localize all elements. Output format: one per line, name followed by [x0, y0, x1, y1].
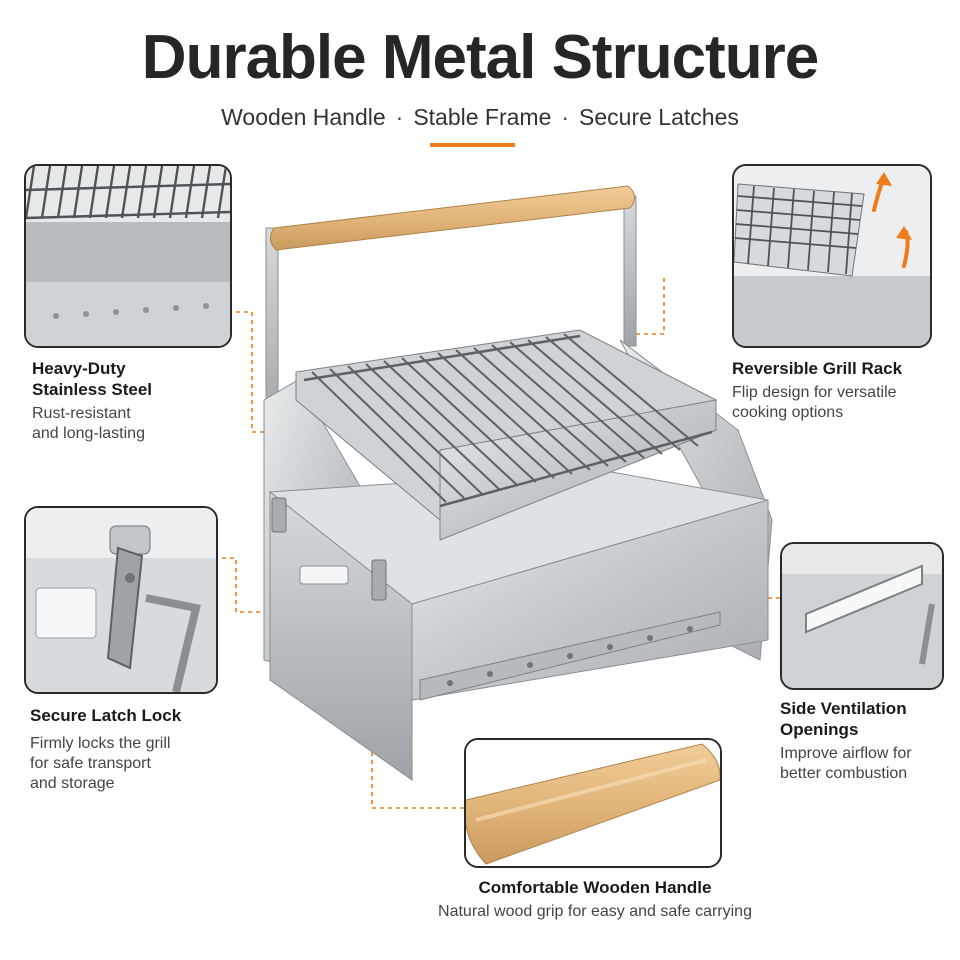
accent-underline: [430, 143, 515, 147]
feature-description: Firmly locks the grill: [30, 735, 171, 752]
feature-side-ventilation: Side Ventilation Openings Improve airflo…: [780, 698, 912, 784]
inset-reversible-rack: [732, 164, 932, 348]
subtitle-stable-frame: Stable Frame: [413, 104, 552, 130]
feature-title: Stainless Steel: [32, 380, 153, 399]
feature-wooden-handle: Comfortable Wooden Handle Natural wood g…: [330, 877, 860, 922]
inset-stainless-steel: [24, 164, 232, 348]
feature-description: Improve airflow for: [780, 745, 912, 762]
feature-title: Secure Latch Lock: [30, 706, 182, 725]
latch-closeup-image: [26, 508, 216, 692]
rack-closeup-image: [734, 166, 930, 346]
feature-title: Comfortable Wooden Handle: [478, 878, 712, 897]
inset-wooden-handle: [464, 738, 722, 868]
feature-latch-lock: Secure Latch Lock Firmly locks the grill…: [30, 705, 181, 794]
feature-title: Reversible Grill Rack: [732, 359, 903, 378]
feature-title: Heavy-Duty: [32, 359, 126, 378]
feature-reversible-rack: Reversible Grill Rack Flip design for ve…: [732, 358, 902, 423]
feature-description: Natural wood grip for easy and safe carr…: [438, 903, 752, 920]
steel-closeup-image: [26, 166, 230, 346]
subtitle-wooden-handle: Wooden Handle: [221, 104, 386, 130]
subtitle-separator: ·: [395, 104, 404, 130]
feature-description: for safe transport: [30, 755, 151, 772]
inset-side-ventilation: [780, 542, 944, 690]
feature-stainless-steel: Heavy-Duty Stainless Steel Rust-resistan…: [32, 358, 152, 444]
feature-description: Rust-resistant: [32, 405, 131, 422]
page-subtitle: Wooden Handle · Stable Frame · Secure Latche…: [0, 104, 960, 131]
subtitle-separator: ·: [561, 104, 570, 130]
feature-description: and long-lasting: [32, 425, 145, 442]
feature-description: and storage: [30, 775, 115, 792]
feature-description: cooking options: [732, 404, 844, 421]
handle-closeup-image: [466, 740, 720, 866]
feature-title: Side Ventilation: [780, 699, 907, 718]
feature-description: better combustion: [780, 765, 908, 782]
page-title: Durable Metal Structure: [141, 23, 819, 92]
feature-title: Openings: [780, 720, 859, 739]
subtitle-secure-latches: Secure Latches: [579, 104, 739, 130]
vent-closeup-image: [782, 544, 942, 688]
inset-latch-lock: [24, 506, 218, 694]
callout-lines: [214, 278, 780, 809]
feature-description: Flip design for versatile: [732, 384, 897, 401]
